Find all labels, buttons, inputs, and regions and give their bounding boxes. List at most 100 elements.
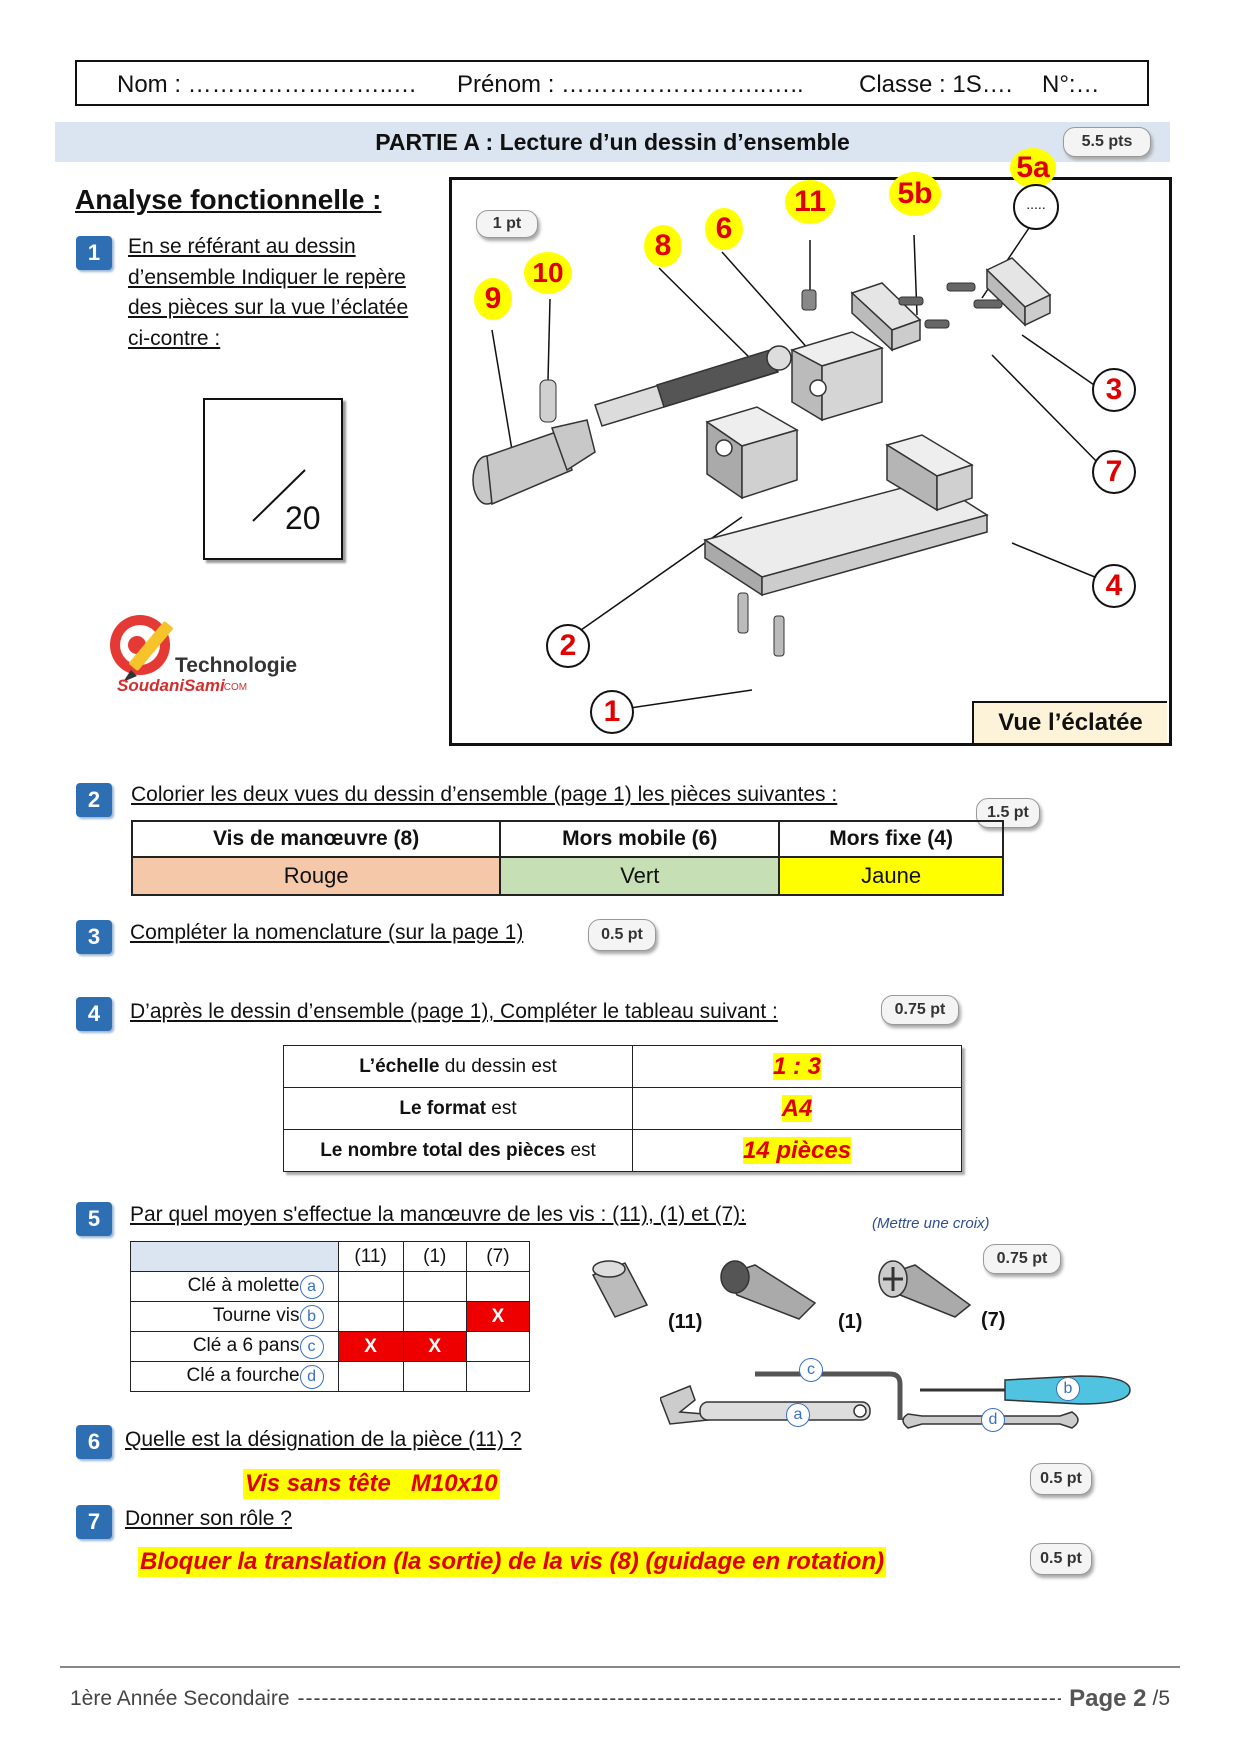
- section-title: Analyse fonctionnelle :: [75, 184, 382, 215]
- label-3: 3: [1092, 368, 1136, 412]
- tools-col-header: (11): [337, 1241, 404, 1272]
- footer-page-label: Page 2: [1069, 1685, 1147, 1712]
- tool-mark-cell[interactable]: [337, 1301, 404, 1332]
- tool-letter-badge: c: [299, 1334, 324, 1359]
- tool-mark-cell[interactable]: X: [337, 1331, 404, 1362]
- label-8: 8: [644, 225, 682, 267]
- question-number-5: 5: [76, 1202, 112, 1236]
- q6-text: Quelle est la désignation de la pièce (1…: [125, 1428, 522, 1451]
- site-logo: Technologie SoudaniSami .COM: [105, 610, 305, 700]
- drawing-info-table: L’échelle du dessin est 1 : 3 Le format …: [283, 1045, 962, 1172]
- screws-graphic: [591, 1260, 972, 1320]
- q7-answer[interactable]: Bloquer la translation (la sortie) de la…: [138, 1547, 887, 1577]
- tools-graphic: [660, 1371, 1131, 1429]
- colors-header-cell: Mors fixe (4): [778, 820, 1004, 858]
- info-label-cell: Le nombre total des pièces est: [283, 1129, 633, 1172]
- footer-level: 1ère Année Secondaire: [70, 1687, 290, 1710]
- info-label-bold: Le format: [399, 1097, 486, 1119]
- q2-text: Colorier les deux vues du dessin d’ensem…: [131, 783, 838, 806]
- question-number-6: 6: [76, 1425, 112, 1459]
- tool-mark-cell[interactable]: [465, 1361, 531, 1392]
- label-7: 7: [1092, 450, 1136, 494]
- tool-label: Clé à molette: [187, 1274, 300, 1296]
- answer-piece-count: 14 pièces: [742, 1136, 852, 1164]
- logo-graphic: [110, 615, 173, 682]
- tool-mark-cell[interactable]: [402, 1361, 467, 1392]
- tool-label: Clé a fourche: [186, 1364, 300, 1386]
- partie-points-badge: 5.5 pts: [1063, 127, 1151, 157]
- label-11: 11: [785, 180, 835, 224]
- logo-text-2: SoudaniSami: [117, 676, 225, 695]
- tool-marker-d: d: [981, 1408, 1005, 1432]
- q1-text: En se référant au dessin d’ensemble Indi…: [128, 232, 408, 354]
- info-answer-cell[interactable]: 1 : 3: [632, 1045, 962, 1088]
- prenom-field[interactable]: Prénom : ……………………..…..: [457, 71, 804, 98]
- q1-line: d’ensemble Indiquer le repère: [128, 265, 406, 289]
- tool-mark-cell[interactable]: X: [465, 1301, 531, 1332]
- info-label-bold: L’échelle: [359, 1055, 440, 1077]
- colors-value-cell: Jaune: [778, 856, 1004, 896]
- tool-letter-badge: a: [299, 1274, 324, 1299]
- q4-points-badge: 0.75 pt: [881, 995, 959, 1025]
- tools-col-header: (1): [402, 1241, 467, 1272]
- tool-letter-badge: b: [299, 1304, 324, 1329]
- q5-points-badge: 0.75 pt: [983, 1244, 1061, 1274]
- numero-field[interactable]: N°:…: [1042, 71, 1100, 98]
- q1-line: ci-contre :: [128, 326, 221, 350]
- tools-col-header: (7): [465, 1241, 531, 1272]
- label-5a-blank: .....: [1013, 184, 1059, 230]
- label-9: 9: [474, 278, 512, 320]
- screw-label: (11): [668, 1311, 703, 1333]
- nom-field[interactable]: Nom : ……………………..…: [117, 71, 418, 98]
- footer-page-total: /5: [1152, 1687, 1170, 1710]
- tool-mark-cell[interactable]: [337, 1361, 404, 1392]
- tool-marker-a: a: [786, 1403, 810, 1427]
- q1-line: En se référant au dessin: [128, 235, 356, 258]
- q7-points-badge: 0.5 pt: [1030, 1543, 1092, 1575]
- tool-mark-cell[interactable]: [465, 1271, 531, 1302]
- q5-hint: (Mettre une croix): [872, 1215, 990, 1232]
- label-1: 1: [590, 690, 634, 734]
- tool-mark-cell[interactable]: [465, 1331, 531, 1362]
- tool-mark-cell[interactable]: X: [402, 1331, 467, 1362]
- tool-marker-c: c: [799, 1358, 823, 1382]
- question-number-7: 7: [76, 1505, 112, 1539]
- q6-answer[interactable]: Vis sans tête M10x10: [243, 1469, 500, 1499]
- q3-text: Compléter la nomenclature (sur la page 1…: [130, 921, 524, 944]
- info-label-rest: est: [485, 1097, 517, 1119]
- info-answer-cell[interactable]: 14 pièces: [632, 1129, 962, 1172]
- info-label-bold: Le nombre total des pièces: [320, 1139, 566, 1161]
- info-label-rest: est: [565, 1139, 596, 1161]
- partie-title: PARTIE A : Lecture d’un dessin d’ensembl…: [375, 129, 850, 155]
- question-number-2: 2: [76, 783, 112, 817]
- classe-field[interactable]: Classe : 1S….: [859, 71, 1013, 98]
- tools-illustration: c a b d: [660, 1358, 1140, 1450]
- tool-mark-cell[interactable]: [337, 1271, 404, 1302]
- label-5a: 5a: [1010, 148, 1056, 188]
- info-answer-cell[interactable]: A4: [632, 1087, 962, 1130]
- q4-text: D’après le dessin d’ensemble (page 1), C…: [130, 1000, 778, 1023]
- colors-header-cell: Mors mobile (6): [499, 820, 781, 858]
- logo-text-3: .COM: [221, 682, 248, 693]
- colors-table: Vis de manœuvre (8) Mors mobile (6) Mors…: [130, 820, 1004, 896]
- info-label-cell: Le format est: [283, 1087, 633, 1130]
- info-label-rest: du dessin est: [439, 1055, 557, 1077]
- q3-points-badge: 0.5 pt: [588, 919, 656, 951]
- colors-value-cell: Vert: [499, 856, 781, 896]
- q6-points-badge: 0.5 pt: [1030, 1463, 1092, 1495]
- label-2: 2: [546, 624, 590, 668]
- answer-format: A4: [781, 1094, 813, 1122]
- screw-label: (7): [981, 1309, 1006, 1331]
- tool-label: Tourne vis: [212, 1304, 300, 1326]
- tool-letter-badge: d: [299, 1364, 324, 1389]
- tool-mark-cell[interactable]: [402, 1271, 467, 1302]
- question-number-4: 4: [76, 997, 112, 1031]
- tool-mark-cell[interactable]: [402, 1301, 467, 1332]
- footer-dashes: ----------------------------------------…: [297, 1687, 1062, 1710]
- footer-rule: [60, 1666, 1180, 1668]
